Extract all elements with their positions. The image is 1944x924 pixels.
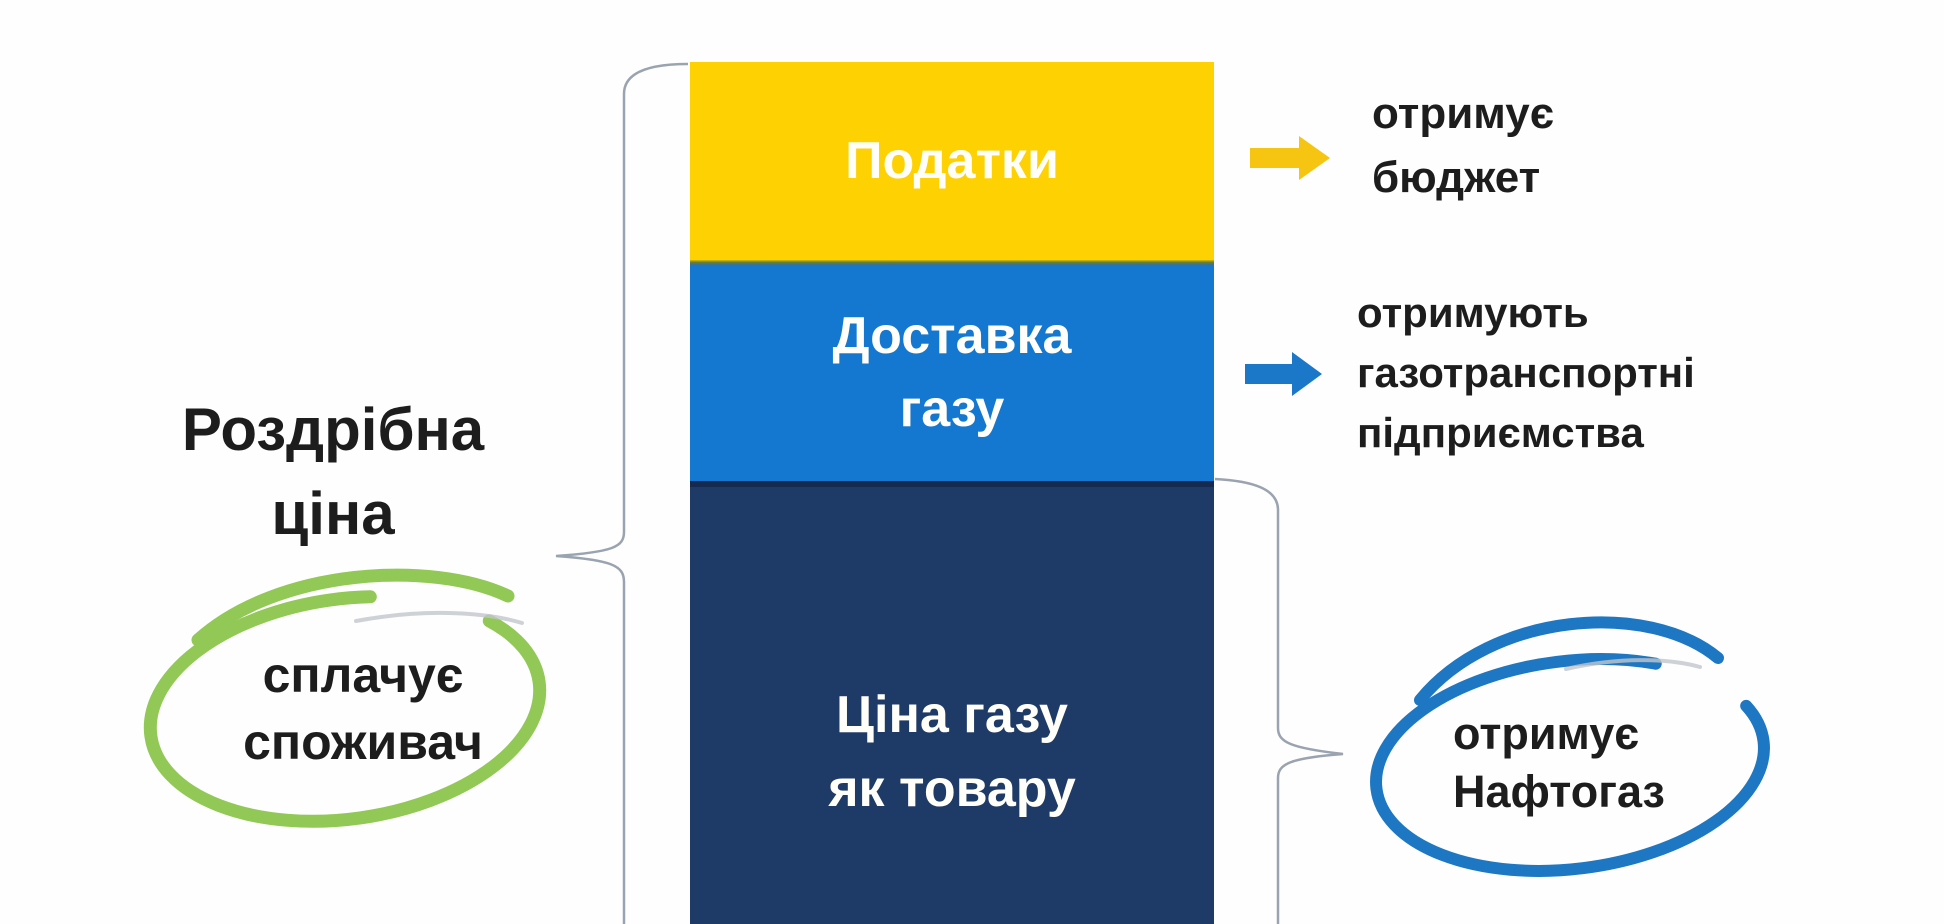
bar-segment-taxes: Податки — [690, 62, 1214, 260]
right-brace — [1214, 477, 1344, 924]
blue-circle-smudge — [1564, 658, 1702, 671]
left-brace — [555, 62, 689, 924]
segment-divider-taxes-delivery — [690, 260, 1214, 265]
retail-price-title: Роздрібна ціна — [181, 396, 485, 547]
green-circle-smudge — [354, 610, 524, 625]
segment-divider-delivery-commodity — [690, 481, 1214, 487]
bar-segment-delivery: Доставка газу — [690, 265, 1214, 481]
transport-companies-note: отримують газотранспортні підприємства — [1357, 289, 1695, 456]
consumer-pays-note: сплачує споживач — [243, 647, 483, 770]
yellow-arrow-icon — [1250, 136, 1330, 180]
blue-arrow-icon — [1245, 352, 1322, 396]
bar-segment-commodity-label: Ціна газу як товару — [828, 686, 1076, 818]
naftogaz-receives-note: отримує Нафтогаз — [1453, 708, 1665, 817]
bar-segment-delivery-label: Доставка газу — [832, 307, 1072, 438]
bar-segment-taxes-label: Податки — [845, 132, 1059, 190]
green-circle-tail — [191, 568, 515, 647]
budget-receives-note: отримує бюджет — [1372, 89, 1554, 202]
green-circle — [143, 590, 547, 828]
blue-circle — [1370, 653, 1770, 877]
blue-circle-tail — [1414, 616, 1724, 706]
bar-segment-commodity: Ціна газу як товару — [690, 487, 1214, 924]
